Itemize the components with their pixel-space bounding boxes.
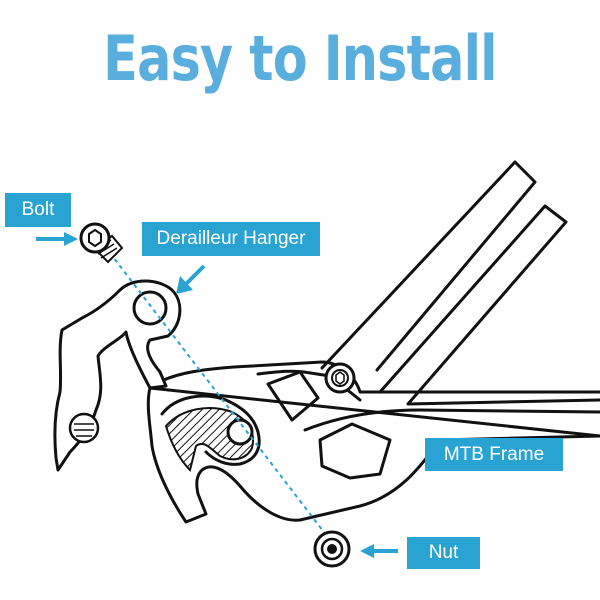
frame-label-box: [425, 438, 563, 471]
stay-inner-edge-2: [303, 408, 600, 432]
alignment-dashed-line: [99, 239, 331, 541]
mtb-frame-drawing: [146, 160, 600, 524]
bolt-label-box: [5, 193, 71, 227]
stay-inner-edge: [256, 369, 362, 402]
dropout-cutout-1: [266, 370, 320, 422]
dropout-hook: [160, 394, 261, 466]
derailleur-hanger-label: Derailleur Hanger: [156, 228, 306, 249]
bolt-icon: [79, 222, 124, 264]
nut-icon: [313, 530, 351, 568]
hanger-bolt-icon: [68, 412, 100, 444]
arrow-nut-icon: [360, 544, 398, 558]
mtb-frame-label: MTB Frame: [443, 443, 545, 465]
bolt-label: Bolt: [21, 199, 55, 220]
hanger-label-box: [142, 222, 320, 256]
derailleur-hanger-drawing: [53, 279, 182, 472]
page-title: Easy to Install: [103, 22, 497, 95]
chain-stay: [378, 204, 600, 406]
seat-stay: [320, 160, 537, 372]
dropout-cutout-2: [318, 422, 392, 480]
arrow-hanger-icon: [176, 264, 206, 294]
nut-label-box: [407, 537, 480, 569]
nut-label: Nut: [428, 542, 459, 563]
arrow-right-icon: [36, 232, 78, 246]
dropout-hole: [226, 418, 254, 446]
stay-bolt-icon: [324, 362, 356, 394]
